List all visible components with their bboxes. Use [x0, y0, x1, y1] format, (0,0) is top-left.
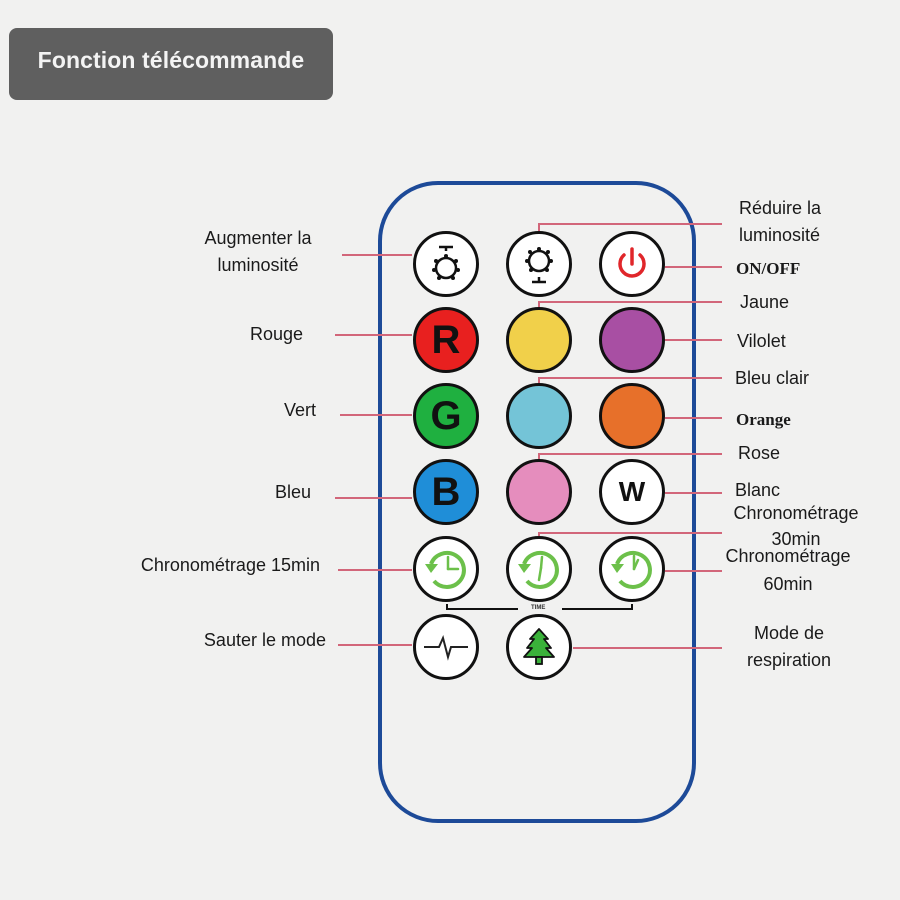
- label-blue: Bleu: [274, 482, 311, 502]
- purple-button[interactable]: [599, 307, 665, 373]
- timer-icon: [611, 550, 652, 589]
- red-button-letter: R: [431, 318, 461, 362]
- timer-15-button[interactable]: [413, 536, 479, 602]
- leader-brightness-down: [538, 223, 722, 231]
- pulse-icon: [424, 634, 468, 661]
- light-blue-button[interactable]: [506, 383, 572, 449]
- timer-icon: [518, 550, 559, 589]
- title-banner: Fonction télécommande: [9, 28, 333, 100]
- label-green: Vert: [283, 400, 316, 420]
- label-timer-15: Chronométrage 15min: [140, 555, 320, 575]
- power-icon: [618, 247, 646, 278]
- label-purple: Vilolet: [737, 331, 786, 351]
- yellow-button[interactable]: [506, 307, 572, 373]
- blue-button-letter: B: [431, 470, 461, 514]
- white-button[interactable]: W: [599, 459, 665, 525]
- label-white: Blanc: [735, 480, 781, 500]
- time-group-label: TIME: [531, 605, 546, 611]
- leader-light-blue: [538, 377, 722, 383]
- label-pink: Rose: [738, 443, 781, 463]
- timer-icon: [425, 550, 466, 589]
- label-power: ON/OFF: [736, 259, 801, 278]
- label-light-blue: Bleu clair: [735, 368, 810, 388]
- leader-timer-30: [538, 532, 722, 536]
- leader-yellow: [538, 301, 722, 307]
- timer-60-button[interactable]: [599, 536, 665, 602]
- brightness-up-button[interactable]: [413, 231, 479, 297]
- timer-30-button[interactable]: [506, 536, 572, 602]
- label-yellow: Jaune: [740, 292, 790, 312]
- sun-down-icon: [525, 247, 553, 284]
- white-button-letter: W: [618, 476, 646, 507]
- jump-mode-button[interactable]: [413, 614, 479, 680]
- blue-button[interactable]: B: [413, 459, 479, 525]
- power-button[interactable]: [599, 231, 665, 297]
- label-timer-60: Chronométrage 60min: [725, 546, 851, 594]
- breathing-mode-button[interactable]: [506, 614, 572, 680]
- orange-button[interactable]: [599, 383, 665, 449]
- green-button[interactable]: G: [413, 383, 479, 449]
- label-red: Rouge: [249, 324, 303, 344]
- leader-pink: [538, 453, 722, 459]
- label-breathing-mode: Mode de respiration: [746, 623, 832, 670]
- red-button[interactable]: R: [413, 307, 479, 373]
- label-brightness-up: Augmenter la luminosité: [204, 228, 312, 275]
- sun-up-icon: [432, 245, 460, 280]
- remote-control-outline: [378, 181, 696, 823]
- tree-icon: [523, 628, 555, 665]
- brightness-down-button[interactable]: [506, 231, 572, 297]
- page-title: Fonction télécommande: [37, 46, 305, 73]
- label-jump-mode: Sauter le mode: [203, 630, 326, 650]
- time-group-bracket: [446, 604, 633, 610]
- label-timer-30: Chronométrage 30min: [733, 503, 859, 549]
- green-button-letter: G: [430, 394, 462, 438]
- label-brightness-down: Réduire la luminosité: [739, 198, 822, 245]
- label-orange: Orange: [736, 410, 791, 429]
- pink-button[interactable]: [506, 459, 572, 525]
